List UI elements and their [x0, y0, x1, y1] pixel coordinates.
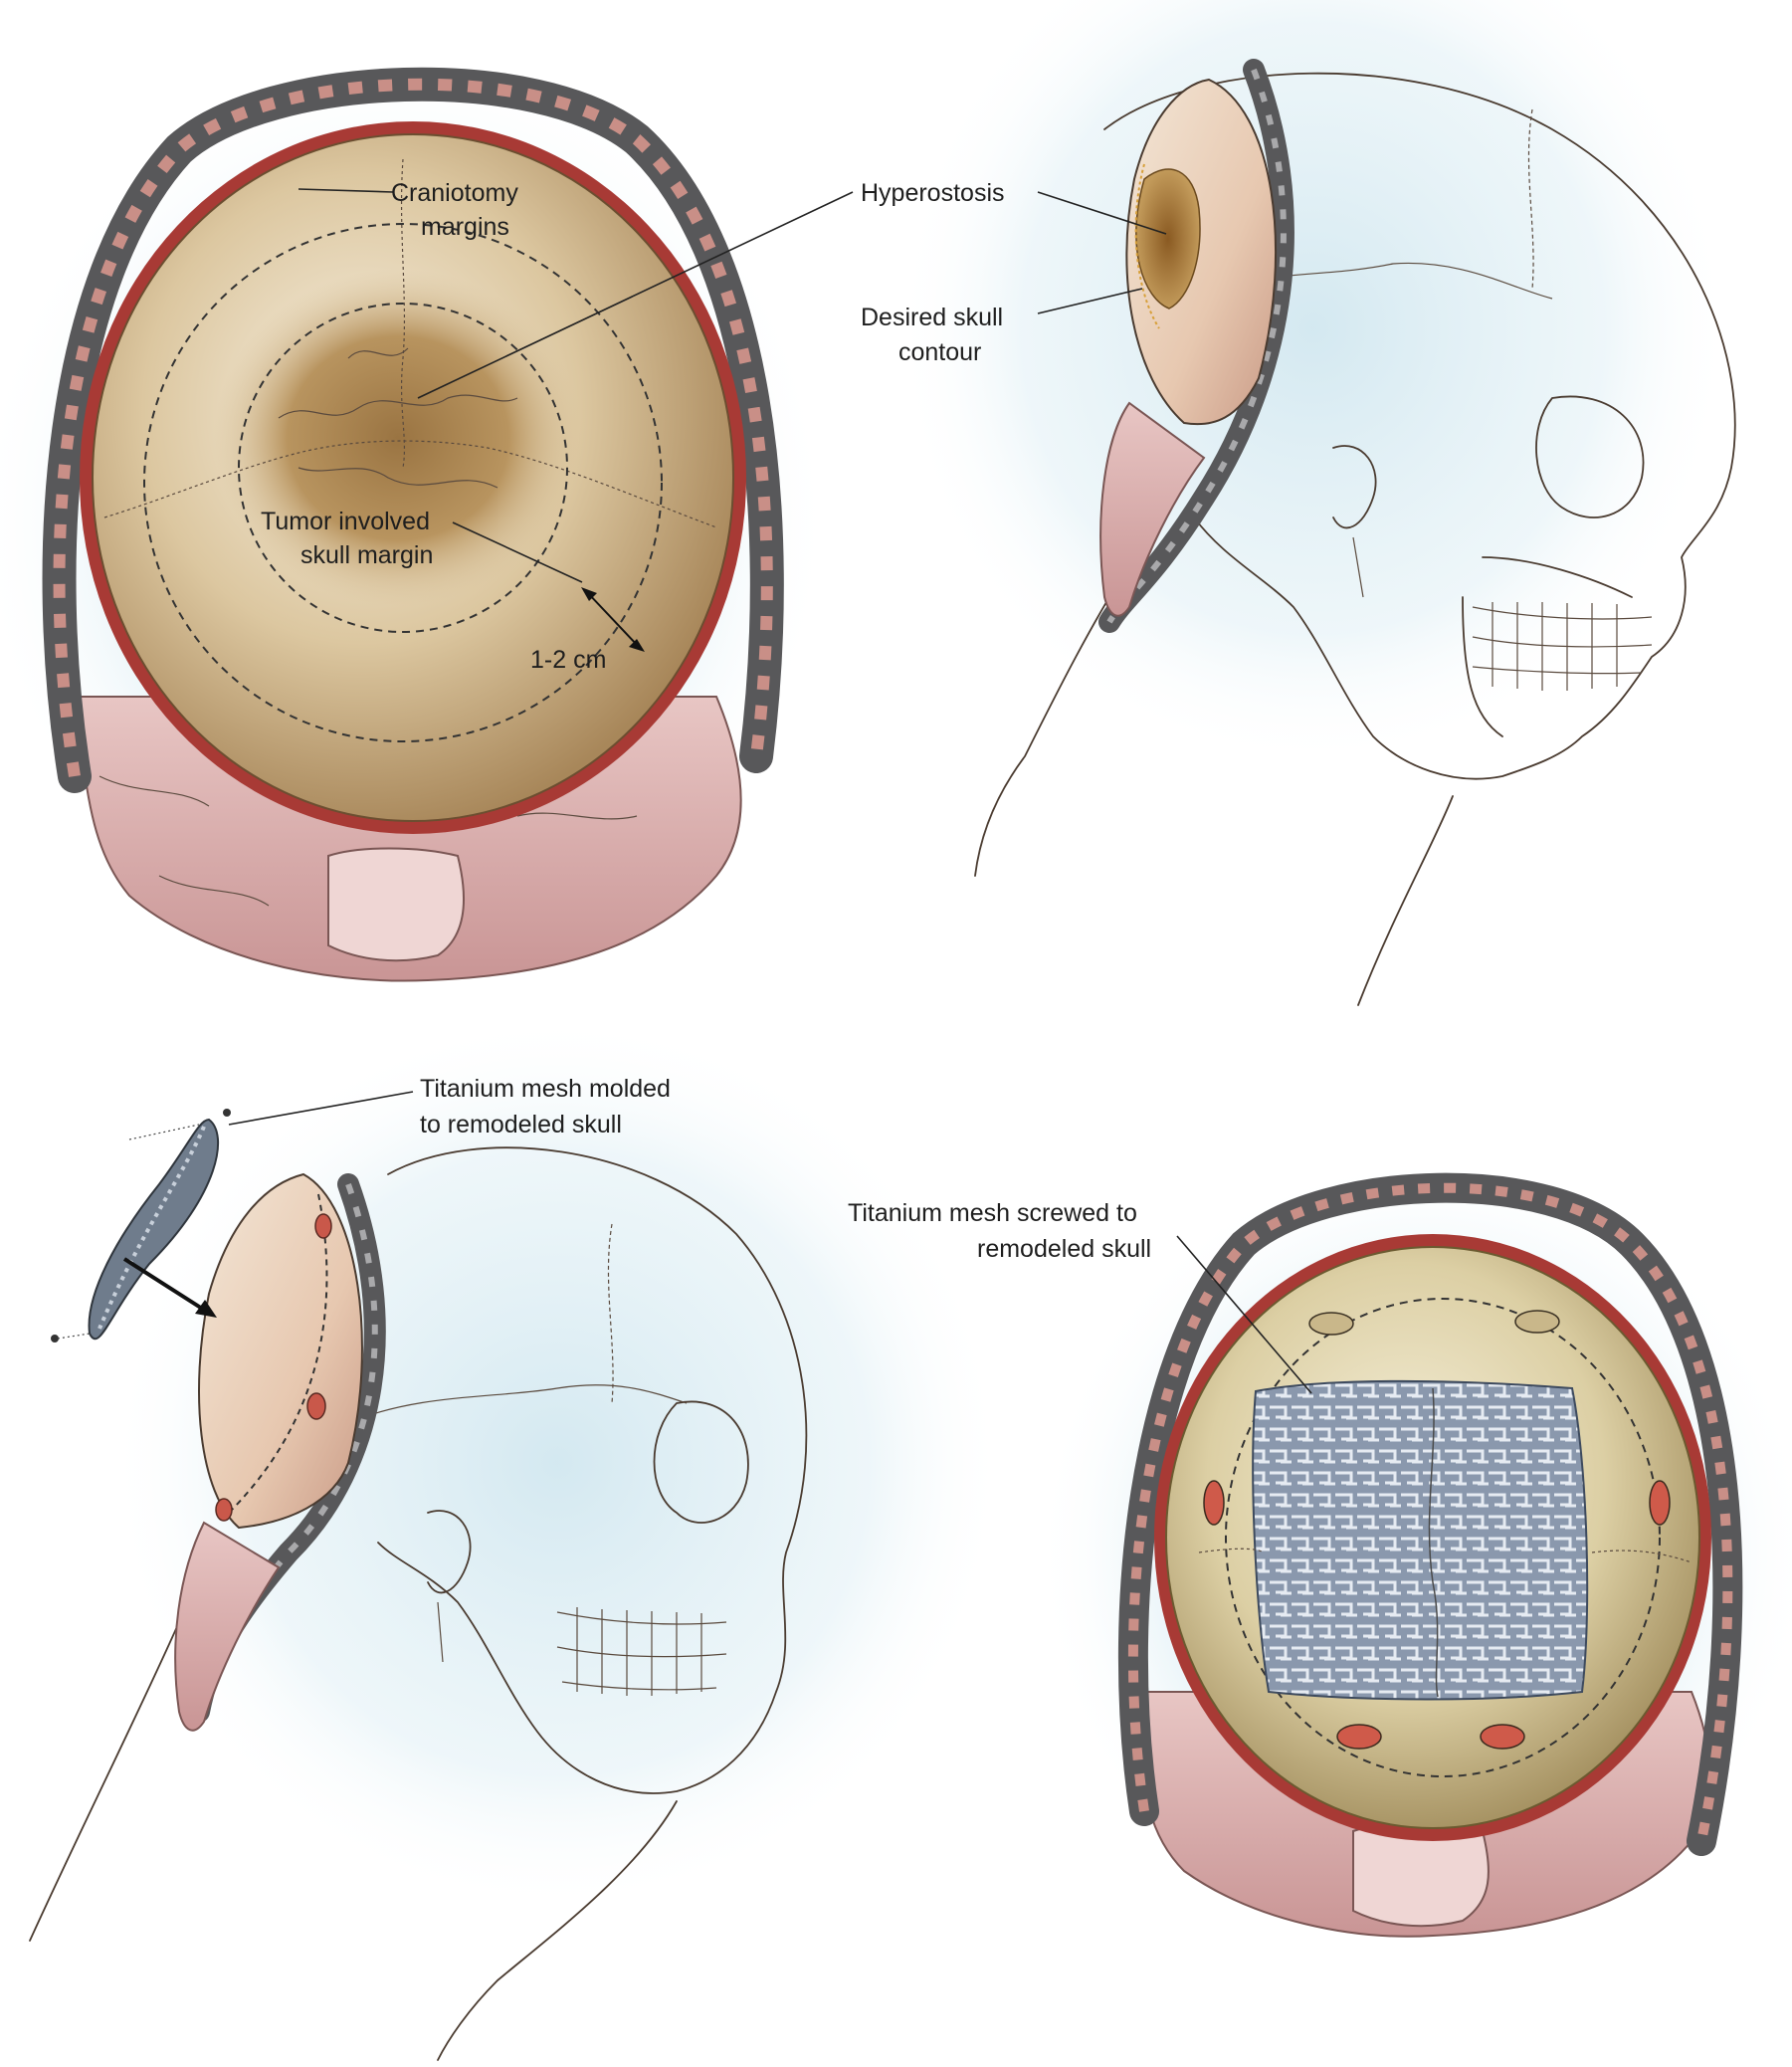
label-hyperostosis: Hyperostosis: [861, 179, 1005, 207]
scalp-flap-lateral: [174, 1521, 281, 1732]
margin-distance-arrow: [586, 591, 640, 648]
label-tumor-involved: Tumor involved: [261, 508, 430, 535]
panel-top-right-lateral-hyperostosis: [417, 0, 1736, 1006]
scalp-flap-lateral: [1099, 401, 1206, 617]
tumor-region: [214, 269, 582, 607]
screw-site: [1308, 1312, 1354, 1336]
coronal-suture-lateral: [607, 1223, 614, 1404]
neck-back-line: [29, 1621, 180, 1942]
screw-site: [1203, 1480, 1225, 1526]
label-craniotomy-margins-line2: margins: [421, 213, 509, 241]
label-desired-skull-contour: Desired skull: [861, 304, 1003, 331]
tumor-margin-circle: [238, 303, 568, 633]
jaw-line: [1462, 596, 1503, 737]
styloid: [1352, 536, 1364, 598]
bone-flap-remodeled: [198, 1172, 363, 1530]
screw-site: [215, 1498, 233, 1522]
sagittal-suture: [400, 158, 406, 469]
panel-bottom-right-mesh-topview: [1035, 1154, 1792, 1951]
titanium-mesh-plate: [1252, 1379, 1589, 1701]
teeth: [1472, 602, 1653, 691]
ear-structure: [1332, 445, 1377, 529]
hyperostosis-region: [1135, 168, 1201, 310]
ear-structure: [427, 1510, 472, 1594]
panel-bottom-left-lateral-mesh: [29, 1015, 1005, 2061]
label-tumor-involved-line2: skull margin: [300, 541, 433, 569]
screw: [51, 1335, 59, 1343]
craniotomy-margin-circle: [1225, 1298, 1661, 1777]
skull-outline: [377, 1146, 808, 1794]
coronal-suture-lateral: [1527, 108, 1534, 290]
background-glow: [896, 0, 1731, 766]
desired-contour-line: [1134, 163, 1160, 329]
label-craniotomy-margins: Craniotomy: [391, 179, 518, 207]
neck-line: [974, 556, 1135, 877]
skull-outline: [1103, 72, 1736, 780]
squamous-suture: [347, 1384, 688, 1424]
screw-site: [1514, 1310, 1560, 1334]
label-desired-skull-contour-line2: contour: [898, 338, 981, 366]
screw: [223, 1109, 231, 1117]
coronal-suture: [1198, 1548, 1692, 1563]
craniotomy-margin-circle: [143, 223, 663, 742]
cheek-line: [1482, 556, 1633, 598]
placement-arrow: [122, 1257, 209, 1314]
orbit: [653, 1400, 749, 1524]
screw-site: [1649, 1480, 1671, 1526]
neck-front-line: [437, 1800, 678, 2061]
label-titanium-mesh-molded-line2: to remodeled skull: [420, 1111, 622, 1138]
label-titanium-mesh-screwed: Titanium mesh screwed to: [848, 1199, 1137, 1227]
screw-site: [1336, 1724, 1382, 1750]
titanium-mesh-strip: [88, 1118, 220, 1341]
panel-top-left-skull-topview: [0, 60, 831, 982]
screw-site: [314, 1213, 332, 1239]
screw-site: [306, 1392, 326, 1420]
sagittal-suture: [1428, 1387, 1439, 1698]
bone-flap-lateral: [1125, 78, 1278, 426]
styloid: [437, 1601, 444, 1663]
screw-site: [1480, 1724, 1525, 1750]
label-titanium-mesh-screwed-line2: remodeled skull: [977, 1235, 1151, 1263]
label-titanium-mesh-molded: Titanium mesh molded: [420, 1075, 671, 1103]
coronal-suture: [103, 440, 717, 528]
teeth: [556, 1607, 727, 1696]
orbit: [1535, 395, 1645, 518]
scalp-fold: [327, 847, 465, 962]
label-distance: 1-2 cm: [530, 646, 606, 674]
neck-front-line: [1357, 795, 1454, 1006]
labels: Craniotomy margins Tumor involved skull …: [261, 179, 1151, 1263]
